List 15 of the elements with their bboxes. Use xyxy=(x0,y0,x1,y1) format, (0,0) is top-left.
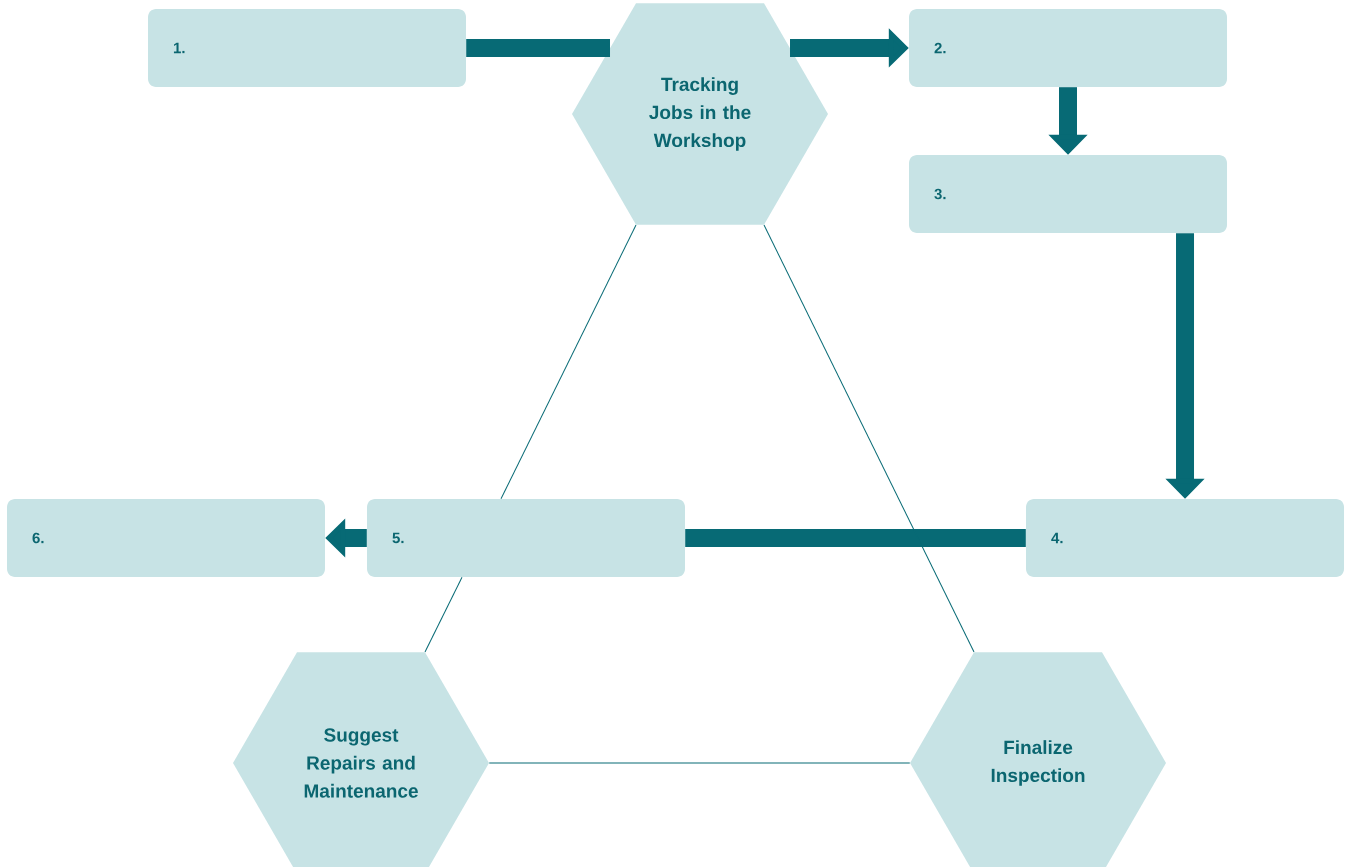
step-box: 1. xyxy=(148,9,466,87)
connector-line xyxy=(500,224,637,500)
connector-line xyxy=(466,39,610,57)
connector-line xyxy=(763,224,975,653)
hexagon: Suggest Repairs and Maintenance xyxy=(233,652,489,867)
connector-line xyxy=(424,576,463,653)
step-box: 3. xyxy=(909,155,1227,233)
connector-line xyxy=(488,762,911,764)
step-box: 4. xyxy=(1026,499,1344,577)
step-box: 2. xyxy=(909,9,1227,87)
hexagon: Tracking Jobs in the Workshop xyxy=(572,3,828,225)
step-box: 5. xyxy=(367,499,685,577)
hexagon: Finalize Inspection xyxy=(910,652,1166,867)
connector-line xyxy=(685,529,1026,547)
step-box: 6. xyxy=(7,499,325,577)
